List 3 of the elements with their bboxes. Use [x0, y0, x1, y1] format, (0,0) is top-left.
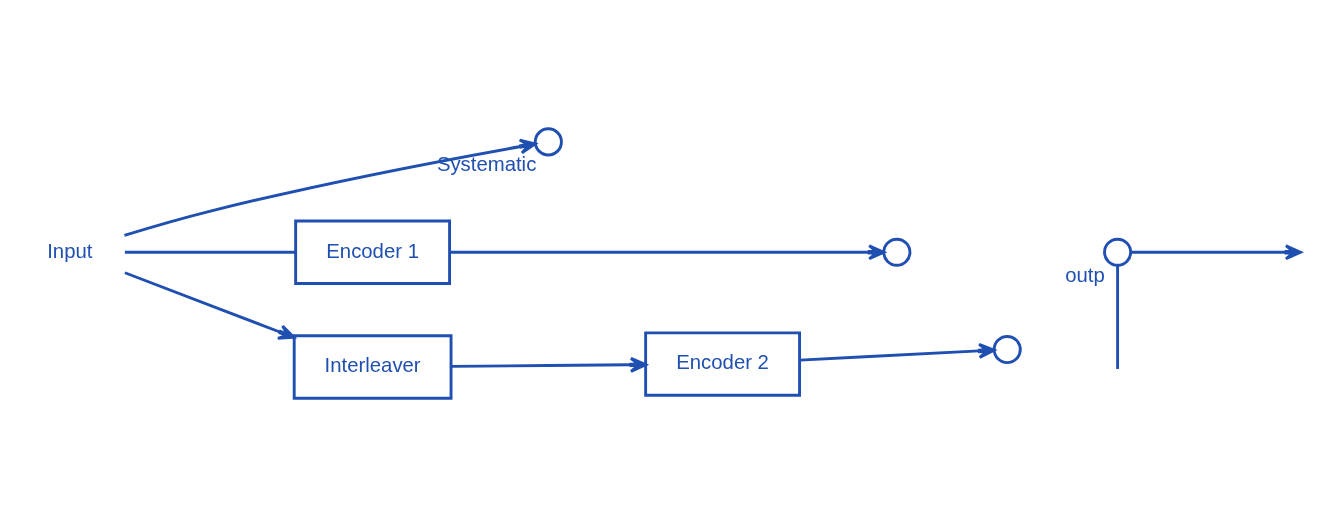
node-label: Systematic — [436, 153, 537, 176]
node-text: Input — [47, 239, 93, 262]
node-label: outp — [1065, 263, 1105, 286]
